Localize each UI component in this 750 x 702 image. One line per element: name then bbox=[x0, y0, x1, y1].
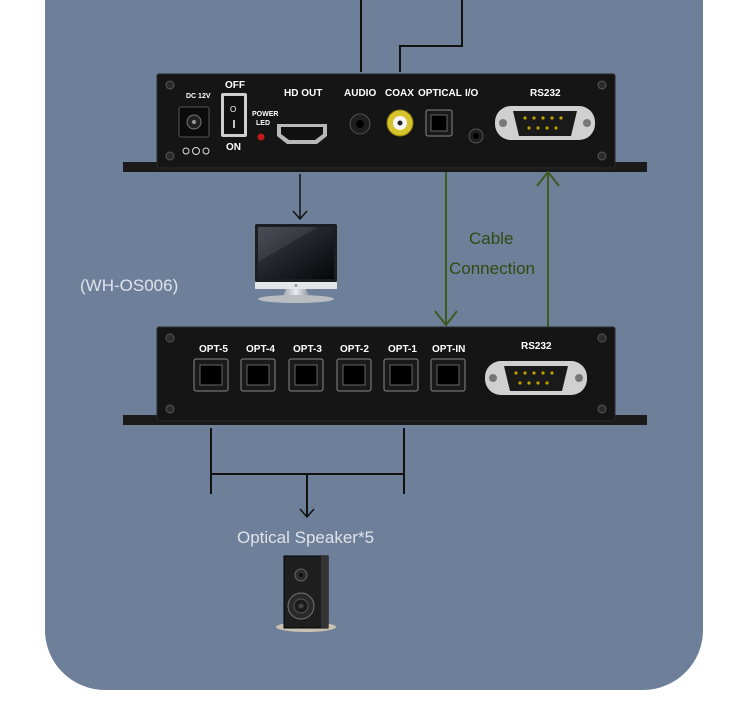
optical-port-icon[interactable] bbox=[336, 358, 372, 392]
model-caption: (WH-OS006) bbox=[80, 276, 178, 295]
cable-caption-line1: Cable bbox=[469, 229, 513, 248]
audio-jack-icon[interactable] bbox=[349, 113, 371, 135]
optical-port-icon[interactable] bbox=[240, 358, 276, 392]
optical-ports: OPT-5 OPT-4 OPT-3 OPT-2 OPT-1 OPT-IN bbox=[193, 344, 466, 392]
label-audio: AUDIO bbox=[344, 88, 376, 99]
label-io: I/O bbox=[465, 88, 479, 99]
top-input-lines bbox=[360, 0, 463, 72]
screw-icon bbox=[165, 333, 607, 414]
optical-port-icon[interactable] bbox=[425, 109, 453, 137]
screw-icon bbox=[165, 80, 607, 161]
speaker-icon bbox=[276, 555, 336, 632]
speaker-bracket-lines bbox=[210, 428, 405, 519]
optical-port-icon[interactable] bbox=[193, 358, 229, 392]
label-rs232-bottom: RS232 bbox=[521, 341, 552, 352]
optical-port-icon[interactable] bbox=[383, 358, 419, 392]
label-dc: DC 12V bbox=[186, 93, 211, 100]
label-power: POWER bbox=[252, 111, 278, 118]
rs232-port-icon[interactable] bbox=[485, 361, 587, 395]
port-label-optin: OPT-IN bbox=[432, 344, 465, 355]
io-jack-icon[interactable] bbox=[468, 128, 484, 144]
label-optical: OPTICAL bbox=[418, 88, 462, 99]
hdmi-port-icon[interactable] bbox=[277, 124, 327, 144]
power-led-icon bbox=[257, 133, 265, 141]
label-hdout: HD OUT bbox=[284, 88, 322, 99]
polarity-icon bbox=[182, 147, 210, 155]
monitor-icon bbox=[255, 224, 337, 303]
label-on: ON bbox=[226, 142, 241, 153]
speaker-caption: Optical Speaker*5 bbox=[237, 528, 374, 547]
top-device: DC 12V OFF O ON POWER LED HD OUT AUDIO bbox=[123, 73, 647, 172]
svg-text:O: O bbox=[230, 105, 236, 114]
power-switch[interactable]: O bbox=[221, 93, 247, 137]
optical-port-icon[interactable] bbox=[288, 358, 324, 392]
port-label-opt2: OPT-2 bbox=[340, 344, 369, 355]
cable-caption-line2: Connection bbox=[449, 259, 535, 278]
label-rs232-top: RS232 bbox=[530, 88, 561, 99]
cable-connection-arrows bbox=[434, 170, 560, 330]
label-off: OFF bbox=[225, 80, 245, 91]
optical-port-icon[interactable] bbox=[430, 358, 466, 392]
coax-port-icon[interactable] bbox=[386, 109, 414, 137]
label-coax: COAX bbox=[385, 88, 414, 99]
port-label-opt3: OPT-3 bbox=[293, 344, 322, 355]
rs232-port-icon[interactable] bbox=[495, 106, 595, 140]
port-label-opt1: OPT-1 bbox=[388, 344, 417, 355]
port-label-opt4: OPT-4 bbox=[246, 344, 275, 355]
hdmi-to-monitor-arrow bbox=[292, 174, 308, 221]
dc-jack-icon bbox=[178, 106, 210, 138]
label-led: LED bbox=[256, 120, 270, 127]
port-label-opt5: OPT-5 bbox=[199, 344, 228, 355]
bottom-device: OPT-5 OPT-4 OPT-3 OPT-2 OPT-1 OPT-IN RS2… bbox=[123, 326, 647, 425]
top-device-face bbox=[156, 73, 616, 169]
